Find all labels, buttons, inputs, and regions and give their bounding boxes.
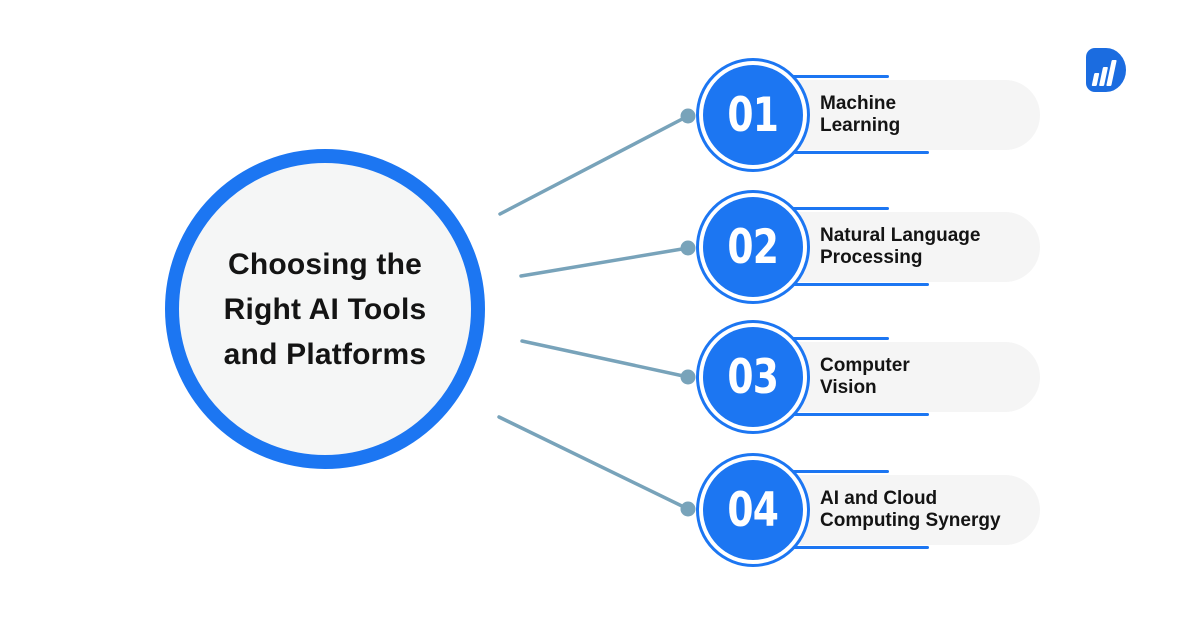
pill-accent-line-top — [781, 75, 889, 78]
item-number-circle: 04 — [703, 460, 803, 560]
pill-accent-line-bottom — [791, 151, 929, 154]
list-item-natural-language-processing: Natural Language Processing 02 — [696, 190, 1066, 304]
item-number-circle: 03 — [703, 327, 803, 427]
item-label: Computing Synergy — [820, 510, 1001, 531]
pill-accent-line-top — [781, 337, 889, 340]
item-number-ring: 01 — [696, 58, 810, 172]
pill-accent-line-bottom — [791, 283, 929, 286]
item-label: Machine — [820, 93, 897, 114]
connector-dot-3 — [680, 369, 696, 385]
list-item-ai-cloud-computing-synergy: AI and Cloud Computing Synergy 04 — [696, 453, 1066, 567]
item-label: Processing — [820, 247, 923, 268]
item-label: Vision — [820, 377, 877, 398]
connector-line-4 — [497, 415, 690, 511]
pill-accent-line-bottom — [791, 413, 929, 416]
hub-title-line: Choosing the — [227, 247, 423, 281]
list-item-computer-vision: Computer Vision 03 — [696, 320, 1066, 434]
pill-accent-line-bottom — [791, 546, 929, 549]
connector-dot-1 — [680, 108, 696, 124]
pill-accent-line-top — [781, 470, 889, 473]
connector-line-2 — [519, 246, 690, 278]
item-number: 02 — [727, 219, 780, 275]
item-number-ring: 02 — [696, 190, 810, 304]
pill-accent-line-top — [781, 207, 889, 210]
item-number-ring: 03 — [696, 320, 810, 434]
hub-title-line: Right AI Tools — [223, 292, 427, 326]
connector-line-3 — [520, 339, 690, 379]
connector-dot-4 — [680, 501, 696, 517]
item-label: Natural Language — [820, 225, 981, 246]
hub-circle: Choosing the Right AI Tools and Platform… — [165, 149, 485, 469]
item-label: AI and Cloud — [820, 488, 938, 509]
logo-bar-chart-icon — [1106, 60, 1117, 86]
item-number-circle: 02 — [703, 197, 803, 297]
item-label: Learning — [820, 115, 901, 136]
list-item-machine-learning: Machine Learning 01 — [696, 58, 1066, 172]
brand-logo — [1086, 48, 1126, 92]
item-number-circle: 01 — [703, 65, 803, 165]
item-number: 04 — [727, 482, 780, 538]
connector-dot-2 — [680, 240, 696, 256]
item-label: Computer — [820, 355, 910, 376]
hub-title-line: and Platforms — [223, 337, 427, 371]
item-number: 03 — [727, 349, 780, 405]
connector-line-1 — [498, 114, 690, 216]
item-number-ring: 04 — [696, 453, 810, 567]
item-number: 01 — [727, 87, 780, 143]
